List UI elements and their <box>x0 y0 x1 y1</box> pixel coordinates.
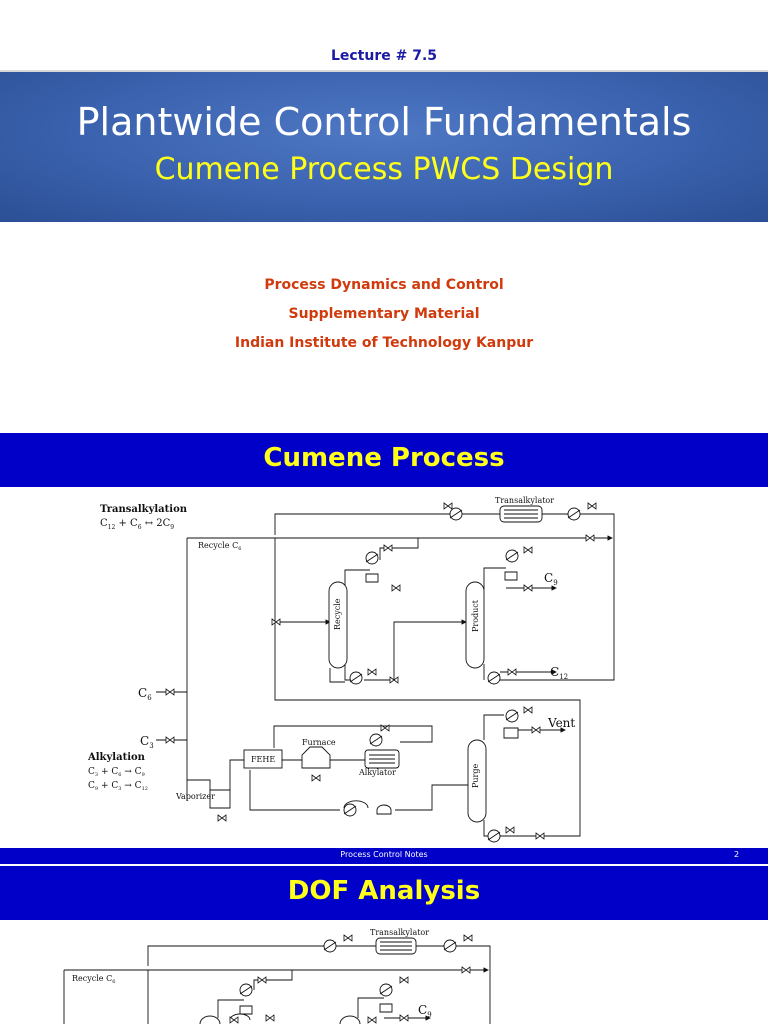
transalkylation-reaction: C12 + C6 ↔ 2C9 <box>100 518 174 531</box>
section-banner <box>0 433 768 487</box>
c3-feed-label: C3 <box>140 734 154 750</box>
title-banner <box>0 70 768 222</box>
dof-recycle-c6-label: Recycle C6 <box>72 974 115 985</box>
footer-bar <box>0 848 768 864</box>
alkylation-reaction-2: C9 + C3 → C12 <box>88 781 148 792</box>
transalkylator-label: Transalkylator <box>495 496 554 505</box>
institution: Indian Institute of Technology Kanpur <box>234 335 534 351</box>
c9-product-label: C9 <box>544 571 558 587</box>
alkylator-label: Alkylator <box>358 768 396 777</box>
c6-feed-label: C6 <box>138 686 152 702</box>
alkylation-reaction-1: C3 + C6 → C9 <box>88 767 145 778</box>
material-type: Supplementary Material <box>288 306 480 322</box>
fehe-label: FEHE <box>251 755 275 764</box>
vaporizer-label: Vaporizer <box>175 792 215 801</box>
slide-subtitle: Cumene Process PWCS Design <box>154 152 614 187</box>
vent-label: Vent <box>547 716 575 730</box>
dof-flowsheet: Transalkylator Recycle C6 C9 <box>63 928 491 1024</box>
transalkylation-label: Transalkylation <box>100 504 188 515</box>
section-heading: DOF Analysis <box>287 876 481 906</box>
dof-transalkylator-label: Transalkylator <box>370 928 429 937</box>
purge-column-label: Purge <box>471 764 480 788</box>
alkylation-label: Alkylation <box>87 752 146 763</box>
section-banner <box>0 866 768 920</box>
slide-title: Plantwide Control Fundamentals <box>76 100 692 144</box>
c12-product-label: C12 <box>550 665 568 681</box>
section-heading: Cumene Process <box>263 443 505 473</box>
page-number: 2 <box>734 850 740 859</box>
product-column-label: Product <box>471 599 480 632</box>
recycle-column-label: Recycle <box>333 598 342 630</box>
lecture-number: Lecture # 7.5 <box>330 48 438 64</box>
footer-notes: Process Control Notes <box>340 850 428 859</box>
recycle-c6-label: Recycle C6 <box>198 541 241 552</box>
cumene-process-flowsheet: Transalkylation C12 + C6 ↔ 2C9 Transalky… <box>87 496 615 843</box>
furnace-label: Furnace <box>302 738 336 747</box>
dof-c9-label: C9 <box>418 1003 432 1019</box>
course-name: Process Dynamics and Control <box>264 277 504 293</box>
